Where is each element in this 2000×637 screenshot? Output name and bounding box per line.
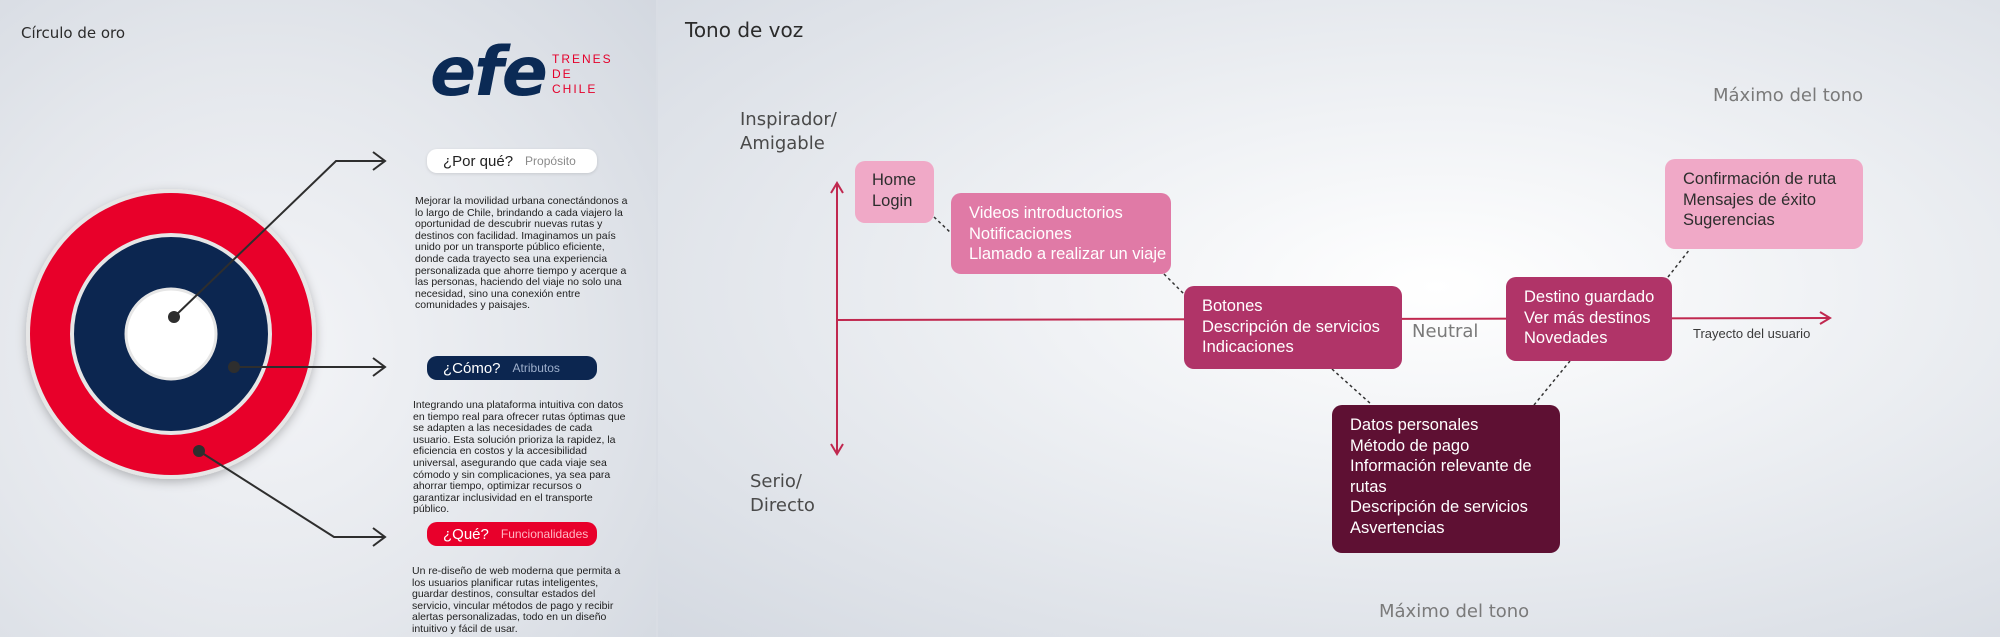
box-item: Ver más destinos bbox=[1524, 308, 1651, 327]
what-arrowhead bbox=[372, 527, 387, 547]
box-item: Notificaciones bbox=[969, 224, 1072, 243]
why-text: Mejorar la movilidad urbana conectándono… bbox=[415, 195, 628, 312]
logo-tagline-line: DE bbox=[552, 67, 573, 81]
box-item: Información relevante de bbox=[1350, 457, 1532, 475]
what-text: Un re-diseño de web moderna que permita … bbox=[412, 565, 621, 635]
axis-top-line: Amigable bbox=[740, 133, 825, 154]
box-item: Novedades bbox=[1524, 329, 1608, 347]
axis-bottom-label: Serio/ Directo bbox=[750, 470, 815, 518]
why-sub: Propósito bbox=[525, 154, 576, 168]
why-arrowhead bbox=[372, 151, 387, 171]
connector-datos-destino bbox=[1533, 360, 1571, 406]
connector-destino-confirm bbox=[1667, 248, 1691, 278]
what-connector bbox=[198, 450, 385, 538]
box-videos: Videos introductorios Notificaciones Lla… bbox=[951, 193, 1171, 274]
golden-circle-title: Círculo de oro bbox=[21, 24, 126, 42]
what-sub: Funcionalidades bbox=[500, 527, 589, 541]
box-item: Descripción de servicios bbox=[1202, 317, 1380, 336]
logo-tagline-line: CHILE bbox=[552, 82, 598, 96]
box-item: Método de pago bbox=[1350, 436, 1470, 455]
what-dot bbox=[193, 445, 205, 457]
logo-tagline-line: TRENES bbox=[552, 52, 613, 66]
box-item: Videos introductorios bbox=[969, 204, 1123, 222]
max-tone-top: Máximo del tono bbox=[1713, 85, 1864, 106]
box-confirmacion: Confirmación de ruta Mensajes de éxito S… bbox=[1665, 159, 1863, 249]
efe-logo: efe bbox=[430, 38, 610, 112]
neutral-label: Neutral bbox=[1412, 321, 1479, 342]
box-item: Indicaciones bbox=[1202, 338, 1294, 356]
why-core bbox=[124, 287, 218, 381]
box-home-login: Home Login bbox=[855, 161, 934, 223]
box-botones: Botones Descripción de servicios Indicac… bbox=[1184, 286, 1402, 369]
how-sub: Atributos bbox=[512, 361, 560, 375]
box-item: Home bbox=[872, 171, 917, 189]
box-item: Confirmación de ruta bbox=[1683, 170, 1837, 188]
logo-word: efe bbox=[430, 33, 548, 112]
box-item: Asvertencias bbox=[1350, 518, 1445, 537]
panel-divider bbox=[656, 0, 658, 637]
how-label: ¿Cómo? bbox=[443, 359, 501, 377]
what-label: ¿Qué? bbox=[443, 525, 489, 543]
tone-of-voice-title: Tono de voz bbox=[685, 18, 804, 42]
what-pill: ¿Qué? Funcionalidades bbox=[427, 522, 597, 546]
box-item: Descripción de servicios bbox=[1350, 498, 1528, 516]
axis-top-label: Inspirador/ Amigable bbox=[740, 108, 837, 156]
journey-label: Trayecto del usuario bbox=[1693, 326, 1811, 341]
box-item: Botones bbox=[1202, 297, 1263, 315]
axis-bottom-line: Serio/ bbox=[750, 471, 802, 492]
journey-arrowhead bbox=[1819, 311, 1832, 325]
connector-videos-botones bbox=[1163, 273, 1185, 295]
max-tone-bottom: Máximo del tono bbox=[1379, 601, 1530, 622]
logo-tagline: TRENES DE CHILE bbox=[552, 52, 612, 97]
why-pill: ¿Por qué? Propósito bbox=[427, 149, 597, 173]
how-dot bbox=[228, 361, 240, 373]
box-item: Destino guardado bbox=[1524, 288, 1655, 306]
box-destino: Destino guardado Ver más destinos Noveda… bbox=[1506, 277, 1672, 361]
why-connector bbox=[173, 160, 385, 318]
why-label: ¿Por qué? bbox=[443, 152, 514, 170]
box-item: Mensajes de éxito bbox=[1683, 190, 1816, 209]
connector-home-videos bbox=[933, 216, 952, 234]
box-item: Sugerencias bbox=[1683, 211, 1775, 229]
box-item: Llamado a realizar un viaje bbox=[969, 245, 1167, 263]
how-text: Integrando una plataforma intuitiva con … bbox=[413, 399, 626, 516]
axis-bottom-line: Directo bbox=[750, 495, 815, 516]
how-pill: ¿Cómo? Atributos bbox=[427, 356, 597, 380]
box-datos: Datos personales Método de pago Informac… bbox=[1332, 405, 1560, 553]
how-arrowhead bbox=[372, 357, 387, 377]
box-item: rutas bbox=[1350, 477, 1387, 496]
golden-circle-diagram bbox=[26, 151, 387, 547]
axis-up-arrowhead bbox=[830, 181, 844, 194]
box-item: Datos personales bbox=[1350, 416, 1479, 434]
why-dot bbox=[168, 311, 180, 323]
connector-botones-datos bbox=[1331, 368, 1373, 406]
box-item: Login bbox=[872, 191, 913, 210]
axis-top-line: Inspirador/ bbox=[740, 109, 837, 130]
axis-down-arrowhead bbox=[830, 443, 844, 456]
